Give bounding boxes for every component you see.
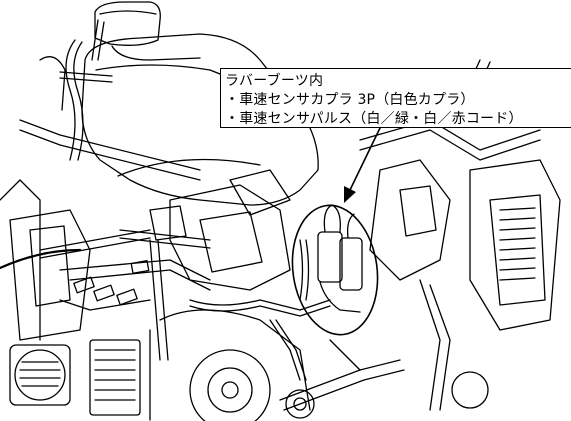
callout-arrow-head: [344, 186, 356, 203]
highlight-ellipse: [291, 204, 379, 336]
connector-cluster: [39, 169, 291, 361]
sensor-couplers: [299, 204, 363, 313]
reservoir-tank: [94, 1, 201, 61]
frame-rail: [19, 59, 541, 181]
wiring-harness: [189, 299, 361, 381]
callout-leader-line: [349, 127, 381, 191]
fuel-tank: [81, 33, 319, 206]
callout-title: ラバーブーツ内: [225, 73, 324, 89]
drive-chain: [279, 359, 405, 419]
callout-box: ラバーブーツ内 ・車速センサカプラ 3P（白色カプラ） ・車速センサパルス（白／…: [220, 68, 571, 128]
callout-line-2: ・車速センサパルス（白／緑・白／赤コード）: [225, 111, 523, 127]
left-cable: [0, 248, 82, 270]
small-connectors: [59, 260, 151, 311]
right-frame: [369, 159, 561, 411]
callout-line-1: ・車速センサカプラ 3P（白色カプラ）: [225, 92, 475, 108]
